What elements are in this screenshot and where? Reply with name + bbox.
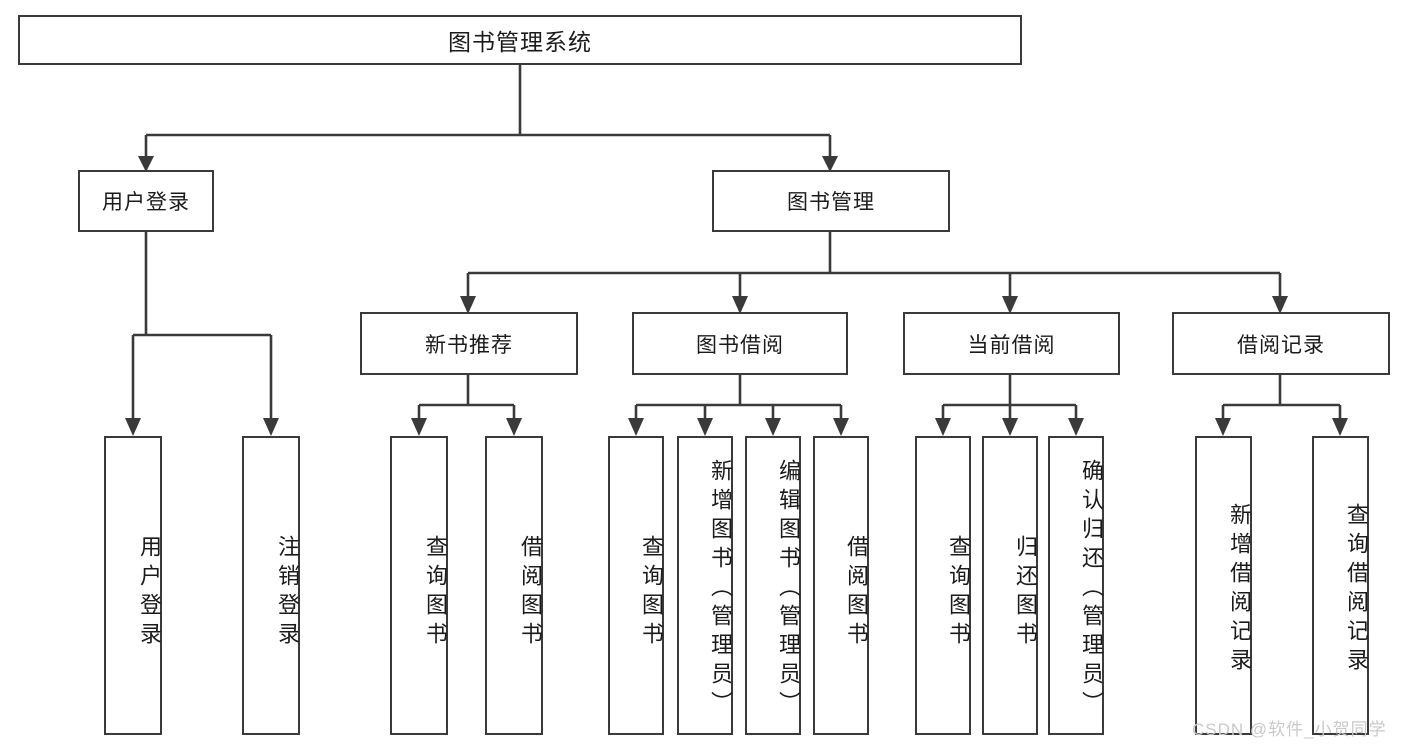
node-book-management[interactable]: 图书管理	[712, 170, 950, 232]
node-user-login[interactable]: 用户登录	[78, 170, 214, 232]
arrowhead-bb2	[697, 418, 713, 436]
node-current-borrow[interactable]: 当前借阅	[903, 312, 1120, 375]
leaf-book-borrow-edit[interactable]: 编辑图书（管理员）	[745, 436, 801, 735]
node-book-borrow[interactable]: 图书借阅	[632, 312, 848, 375]
leaf-borrow-record-query[interactable]: 查询借阅记录	[1312, 436, 1369, 735]
arrowhead-bb4	[833, 418, 849, 436]
arrowhead-nb2	[506, 418, 522, 436]
leaf-user-login-signout[interactable]: 注销登录	[242, 436, 300, 735]
leaf-new-book-query[interactable]: 查询图书	[390, 436, 448, 735]
arrowhead-cb1	[935, 418, 951, 436]
arrowhead-bb1	[628, 418, 644, 436]
arrowhead-u1	[125, 418, 141, 436]
leaf-user-login-signin[interactable]: 用户登录	[104, 436, 162, 735]
arrowhead-cb2	[1002, 418, 1018, 436]
arrowhead-u2	[263, 418, 279, 436]
leaf-current-borrow-query[interactable]: 查询图书	[915, 436, 971, 735]
node-new-book-recommend[interactable]: 新书推荐	[360, 312, 578, 375]
leaf-book-borrow-add[interactable]: 新增图书（管理员）	[677, 436, 733, 735]
leaf-new-book-borrow[interactable]: 借阅图书	[485, 436, 543, 735]
leaf-book-borrow-lend[interactable]: 借阅图书	[813, 436, 869, 735]
leaf-current-borrow-confirm[interactable]: 确认归还（管理员）	[1048, 436, 1104, 735]
node-borrow-record[interactable]: 借阅记录	[1172, 312, 1390, 375]
arrowhead-nb1	[411, 418, 427, 436]
node-root-system[interactable]: 图书管理系统	[18, 15, 1022, 65]
leaf-book-borrow-query[interactable]: 查询图书	[608, 436, 664, 735]
arrowhead-bb3	[765, 418, 781, 436]
arrowhead-cb3	[1068, 418, 1084, 436]
leaf-borrow-record-add[interactable]: 新增借阅记录	[1195, 436, 1252, 735]
leaf-current-borrow-return[interactable]: 归还图书	[982, 436, 1038, 735]
arrowhead-br1	[1215, 418, 1231, 436]
arrowhead-br2	[1332, 418, 1348, 436]
